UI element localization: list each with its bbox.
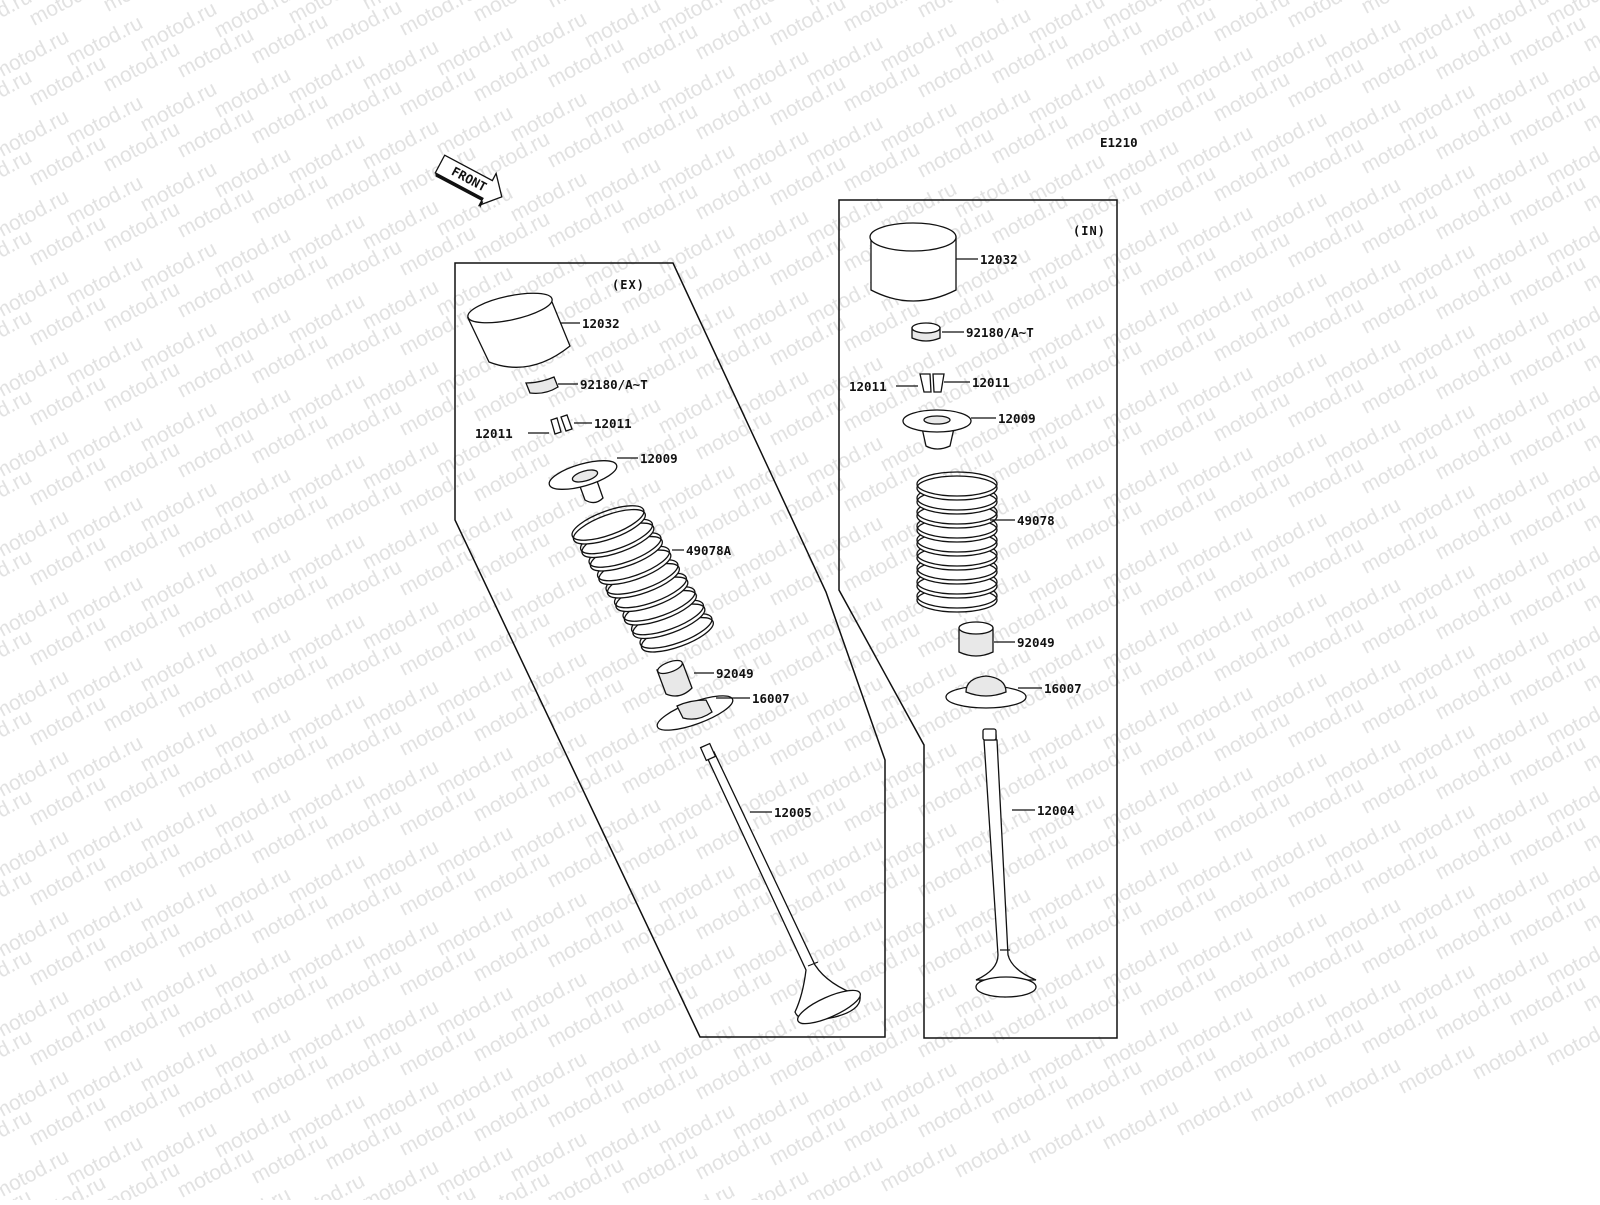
intake-cotter-right-label: 12011 [972, 375, 1010, 390]
watermark-text: motod.ru [396, 0, 480, 40]
watermark-text: motod.ru [1469, 1025, 1553, 1084]
intake-retainer-label: 12009 [998, 411, 1036, 426]
watermark-text: motod.ru [1210, 0, 1294, 46]
watermark-text: motod.ru [26, 0, 110, 30]
exhaust-spring-seat-label: 16007 [752, 691, 790, 706]
watermark-text: motod.ru [1321, 1053, 1405, 1112]
watermark-text: motod.ru [1358, 0, 1442, 18]
watermark-text: motod.ru [359, 1155, 443, 1200]
watermark-text: motod.ru [803, 1151, 887, 1200]
watermark-text: motod.ru [951, 1123, 1035, 1182]
watermark-text: motod.ru [729, 1165, 813, 1200]
watermark-text: motod.ru [1099, 1095, 1183, 1154]
watermark-text: motod.ru [1395, 1039, 1479, 1098]
watermark-text: motod.ru [988, 0, 1072, 8]
intake-section-label: (IN) [1073, 224, 1106, 238]
watermark-text: motod.ru [877, 1137, 961, 1196]
watermark-text: motod.ru [322, 0, 406, 54]
watermark-text: motod.ru [1543, 1011, 1600, 1070]
watermark-text: motod.ru [1173, 1081, 1257, 1140]
watermark-text: motod.ru [285, 1169, 369, 1200]
intake-spring-seat-label: 16007 [1044, 681, 1082, 696]
intake-spring-coil [917, 472, 997, 496]
watermark-text: motod.ru [470, 0, 554, 26]
exhaust-cotter-right-label: 12011 [594, 416, 632, 431]
exhaust-valve-label: 12005 [774, 805, 812, 820]
intake-shim-label: 92180/A~T [966, 325, 1034, 340]
exhaust-tappet-label: 12032 [582, 316, 620, 331]
intake-stem-seal-label: 92049 [1017, 635, 1055, 650]
watermark-text: motod.ru [174, 0, 258, 2]
watermark-text: motod.ru [1247, 1067, 1331, 1126]
watermark-text: motod.ru [840, 0, 924, 36]
intake-tappet-label: 12032 [980, 252, 1018, 267]
watermark-text: motod.ru [1432, 0, 1516, 4]
exhaust-retainer-label: 12009 [640, 451, 678, 466]
watermark-text: motod.ru [1025, 1109, 1109, 1168]
intake-spring-label: 49078 [1017, 513, 1055, 528]
watermark-text: motod.ru [1284, 0, 1368, 32]
watermark-text: motod.ru [914, 0, 998, 22]
watermark-text: motod.ru [100, 0, 184, 16]
exhaust-section-label: (EX) [612, 278, 645, 292]
exhaust-cotter-left-label: 12011 [475, 426, 513, 441]
watermark-text: motod.ru [581, 1193, 665, 1200]
exhaust-shim-label: 92180/A~T [580, 377, 648, 392]
exhaust-spring-label: 49078A [686, 543, 732, 558]
intake-cotter-left-label: 12011 [849, 379, 887, 394]
watermark-text: motod.ru [211, 1183, 295, 1200]
intake-shim: 92180/A~T [912, 323, 1034, 341]
intake-valve-label: 12004 [1037, 803, 1075, 818]
watermark-text: motod.ru [655, 1179, 739, 1200]
watermark-text: motod.ru [766, 0, 850, 50]
exhaust-stem-seal-label: 92049 [716, 666, 754, 681]
watermark-text: motod.ru [544, 0, 628, 12]
diagram-code: E1210 [1100, 135, 1138, 150]
